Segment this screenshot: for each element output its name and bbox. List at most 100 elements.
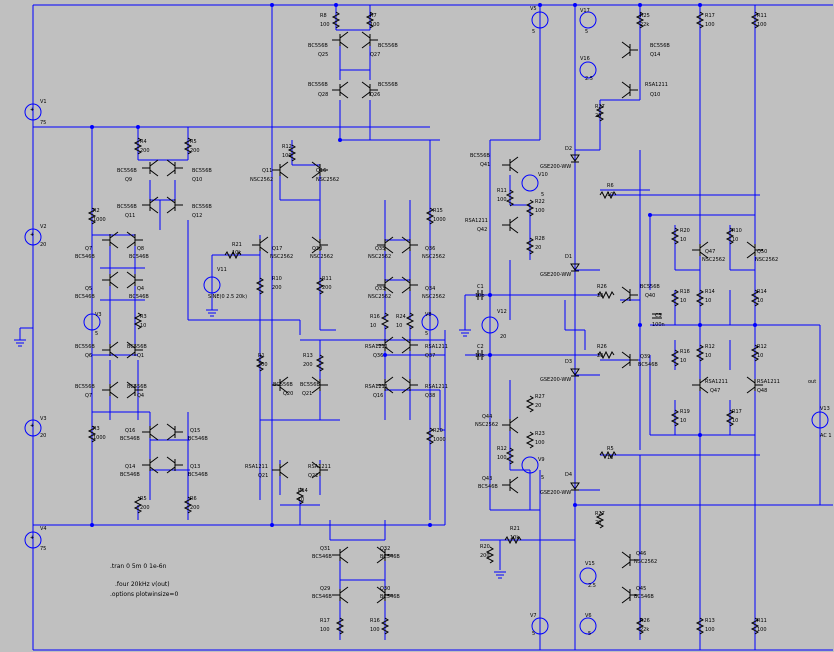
component-label: R27 xyxy=(595,511,605,517)
transistor-icon xyxy=(332,586,349,604)
component-label: 5 xyxy=(588,631,591,637)
wires xyxy=(20,4,833,651)
junction-dot xyxy=(338,138,342,142)
component-label: BC546B xyxy=(312,554,332,560)
wire-output-stage xyxy=(575,5,833,640)
directive-four: .four 20kHz v(out) xyxy=(115,581,170,588)
resistor-icon xyxy=(133,496,143,514)
component-label: Q31 xyxy=(320,546,330,552)
component-label: GSE200-WW xyxy=(540,272,571,278)
transistor-icon xyxy=(692,241,709,259)
transistor-icon xyxy=(252,236,269,254)
transistor-icon xyxy=(126,271,143,289)
component-label: BC556B xyxy=(117,204,137,210)
component-label: NSC2562 xyxy=(422,254,445,260)
voltage-source-icon xyxy=(421,313,439,331)
component-label: R17 xyxy=(705,13,715,19)
ground-icon xyxy=(459,329,471,337)
diode-icon xyxy=(570,263,580,272)
resistor-icon xyxy=(525,431,535,449)
transistor-icon xyxy=(376,586,393,604)
resistor-icon xyxy=(750,617,760,635)
voltage-source-icon: + xyxy=(24,103,42,121)
junction-dot xyxy=(698,323,702,327)
component-label: BC546B xyxy=(634,594,654,600)
component-label: R19 xyxy=(680,409,690,415)
component-label: V17 xyxy=(580,8,590,14)
component-label: BC556B xyxy=(117,168,137,174)
junction-dot xyxy=(488,293,492,297)
component-label: Q33 xyxy=(375,286,385,292)
resistor-icon xyxy=(295,487,305,505)
component-label: BC556B xyxy=(640,284,660,290)
junction-dot xyxy=(698,3,702,7)
transistor-icon xyxy=(502,216,519,234)
component-label: 20 xyxy=(40,242,46,248)
component-label: NSC2562 xyxy=(634,559,657,565)
component-label: BC556B xyxy=(650,43,670,49)
resistor-icon xyxy=(133,137,143,155)
component-label: 100 xyxy=(535,208,545,214)
transistor-icon xyxy=(126,381,143,399)
resistor-icon xyxy=(380,617,390,635)
component-label: R26 xyxy=(597,344,607,350)
component-label: RSA1211 xyxy=(645,82,668,88)
component-label: 10p xyxy=(475,293,485,299)
component-label: 5 xyxy=(95,331,98,337)
resistor-icon xyxy=(255,354,265,372)
voltage-source-icon xyxy=(521,456,539,474)
component-label: 10k xyxy=(232,250,241,256)
component-label: Q7 xyxy=(85,393,92,399)
component-label: 20 xyxy=(500,334,506,340)
component-label: NSC2562 xyxy=(368,294,391,300)
component-label: R14 xyxy=(705,289,715,295)
component-label: GSE200-WW xyxy=(540,377,571,383)
resistor-icon xyxy=(525,237,535,255)
component-label: Q43 xyxy=(482,476,492,482)
transistor-icon xyxy=(502,156,519,174)
ground-icon xyxy=(206,309,218,317)
component-label: Q38 xyxy=(425,393,435,399)
voltage-source-icon xyxy=(531,11,549,29)
transistor-icon xyxy=(142,159,159,177)
component-label: R25 xyxy=(640,13,650,19)
transistor-icon xyxy=(361,31,378,49)
component-label: RSA1211 xyxy=(245,464,268,470)
diode-icon xyxy=(570,368,580,377)
transistor-icon xyxy=(401,236,418,254)
component-label: 10 xyxy=(680,298,686,304)
transistor-icon xyxy=(502,416,519,434)
resistor-icon xyxy=(670,289,680,307)
component-label: NSC2562 xyxy=(270,254,293,260)
component-label: R13 xyxy=(705,618,715,624)
resistor-icon xyxy=(505,447,515,465)
junction-dot xyxy=(334,3,338,7)
component-label: 20 xyxy=(595,520,601,526)
resistor-icon xyxy=(183,496,193,514)
transistor-icon xyxy=(126,341,143,359)
resistor-icon xyxy=(635,617,645,635)
component-label: 5 xyxy=(532,631,535,637)
component-label: V9 xyxy=(538,457,545,463)
component-label: BC546B xyxy=(380,594,400,600)
component-label: 100 xyxy=(282,153,292,159)
component-label: 10 xyxy=(732,237,738,243)
wire-output-feedback xyxy=(610,194,760,456)
directive-tran: .tran 0 5m 0 1e-6n xyxy=(110,563,167,570)
component-label: 100 xyxy=(705,22,715,28)
component-label: R23 xyxy=(535,431,545,437)
transistor-icon xyxy=(377,376,394,394)
component-label: Q11 xyxy=(125,213,135,219)
component-label: NSC2562 xyxy=(368,254,391,260)
directive-options: .options plotwinsize=0 xyxy=(110,591,178,598)
capacitor-icon xyxy=(477,350,483,360)
resistor-icon xyxy=(87,425,97,443)
junction-dot xyxy=(428,523,432,527)
component-label: D4 xyxy=(565,472,572,478)
component-label: Q11 xyxy=(262,168,272,174)
voltage-source-icon xyxy=(579,567,597,585)
component-label: R5 xyxy=(190,139,197,145)
component-label: 2.5 xyxy=(588,583,596,589)
component-label: Q20 xyxy=(283,391,293,397)
